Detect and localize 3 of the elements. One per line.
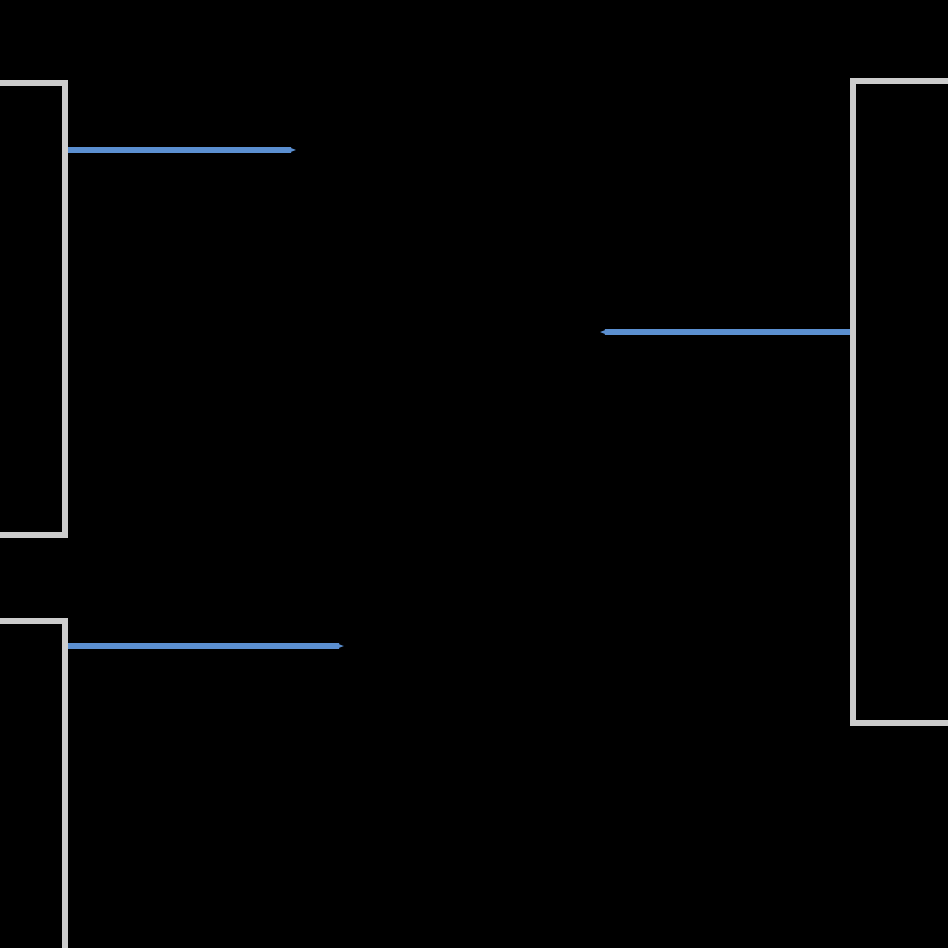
panel-box [0,80,68,538]
panel-box [850,78,948,726]
panel-box [0,618,68,948]
